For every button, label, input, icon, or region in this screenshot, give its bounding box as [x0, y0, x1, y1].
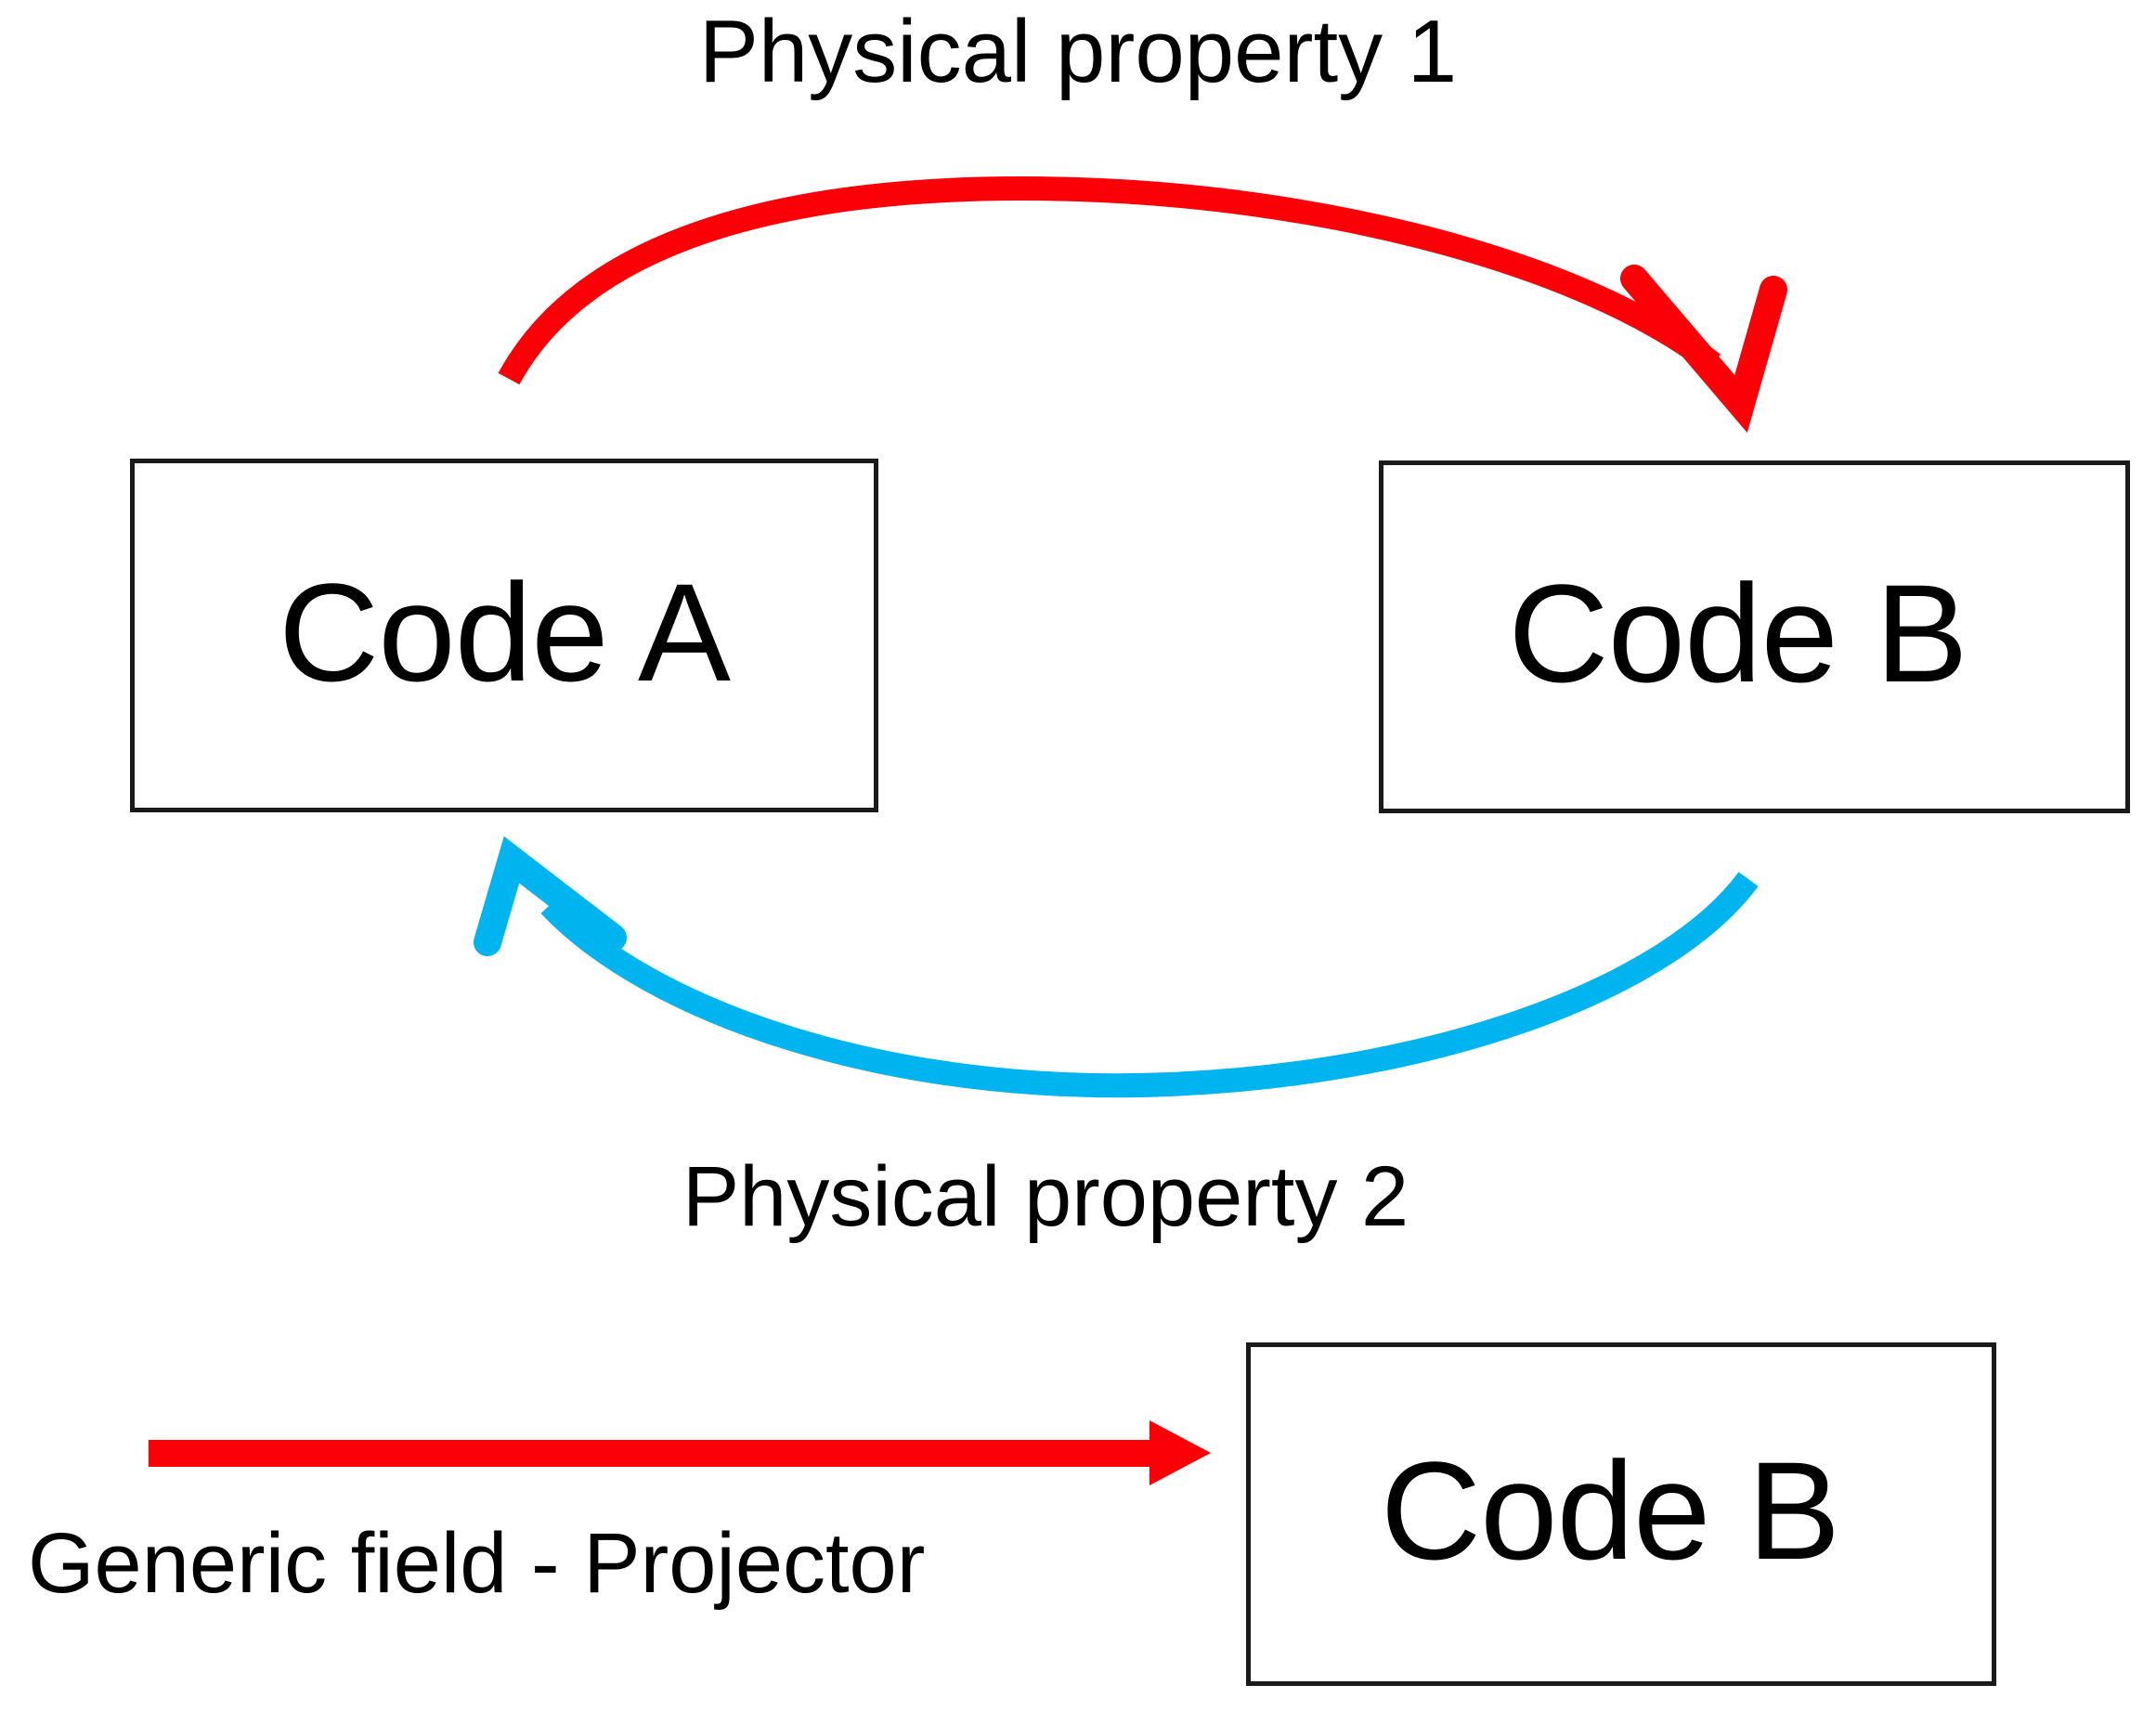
- arrow-projector-red-head-icon: [1149, 1420, 1211, 1485]
- physical-property-1-label: Physical property 1: [698, 2, 1458, 101]
- generic-field-projector-label: Generic field - Projector: [28, 1516, 926, 1611]
- code-b-bottom-box-label: Code B: [1380, 1432, 1840, 1588]
- arrow-projector-red-shaft: [149, 1440, 1153, 1467]
- arrow-top-red: [498, 176, 1787, 434]
- code-b-bottom-box[interactable]: Code B: [1246, 1342, 1996, 1686]
- arrow-top-red-shaft: [498, 176, 1721, 385]
- physical-property-2-label: Physical property 2: [682, 1149, 1409, 1244]
- arrow-bottom-blue-head-icon: [474, 836, 627, 956]
- arrow-bottom-blue: [474, 836, 1759, 1098]
- code-b-top-box[interactable]: Code B: [1379, 460, 2130, 813]
- arrow-projector-red: [149, 1420, 1211, 1485]
- arrow-bottom-blue-shaft: [540, 872, 1759, 1098]
- code-a-box[interactable]: Code A: [130, 459, 878, 812]
- arrow-top-red-head-icon: [1620, 265, 1787, 434]
- code-a-box-label: Code A: [278, 553, 731, 710]
- code-b-top-box-label: Code B: [1508, 555, 1968, 711]
